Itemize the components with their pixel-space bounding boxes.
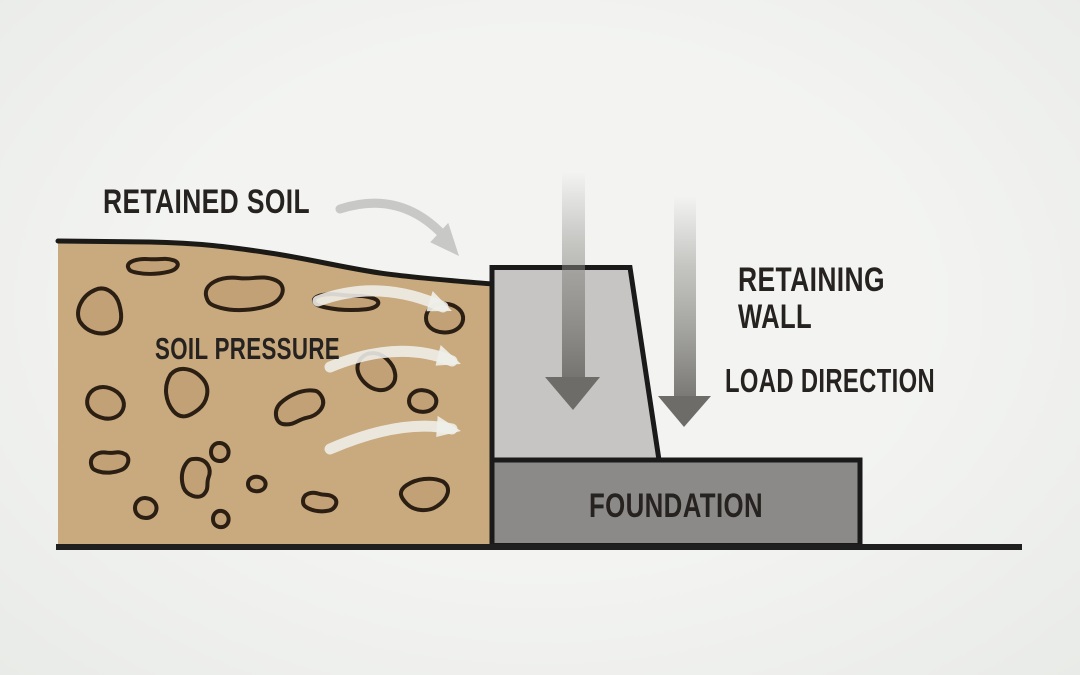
soil-surface-line	[55, 238, 495, 287]
rock	[248, 477, 266, 491]
load-arrowhead-icon	[658, 396, 711, 427]
load-arrowhead-icon	[545, 377, 600, 410]
flow-arrow-icon	[335, 198, 455, 248]
rock	[206, 277, 283, 310]
retained-soil-label: RETAINED SOIL	[103, 183, 310, 221]
soil-pressure-label: SOIL PRESSURE	[155, 331, 340, 366]
rock	[213, 511, 229, 527]
rock	[409, 390, 436, 412]
retaining-wall-label-line2: WALL	[738, 298, 812, 336]
retaining-wall-label-line1: RETAINING	[738, 261, 885, 299]
load-arrow-shaft	[562, 172, 585, 378]
rock	[135, 498, 156, 518]
foundation-label: FOUNDATION	[589, 487, 763, 525]
rock	[91, 452, 128, 472]
retained-soil-region	[58, 241, 492, 545]
rock	[128, 259, 178, 274]
pressure-arrow-icon	[312, 285, 449, 313]
load-direction-label: LOAD DIRECTION	[725, 362, 935, 399]
retained-soil-arrow	[335, 198, 469, 265]
soil-pressure-arrows	[312, 285, 465, 455]
rock	[211, 443, 229, 461]
load-arrows	[545, 172, 711, 427]
load-arrow-shaft	[674, 196, 696, 397]
